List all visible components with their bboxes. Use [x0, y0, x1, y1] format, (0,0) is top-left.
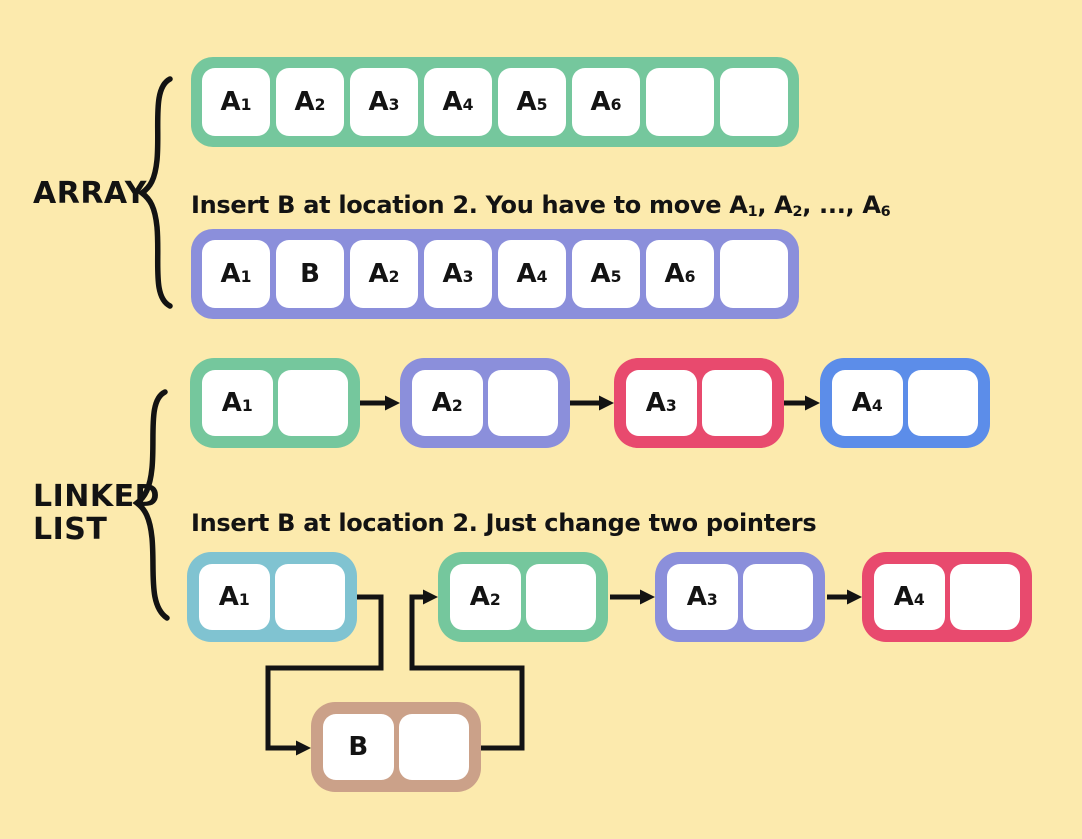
- pointer-cell: [487, 370, 558, 436]
- pointer-cell: [949, 564, 1020, 630]
- pointer-cell: [907, 370, 978, 436]
- array-cell: [646, 68, 714, 136]
- pointer-cell: [277, 370, 348, 436]
- pointer-cell: [274, 564, 345, 630]
- pointer-cell: [398, 714, 469, 780]
- array-section-label: ARRAY: [33, 176, 147, 211]
- linked-list-insert-caption: Insert B at location 2. Just change two …: [191, 509, 817, 537]
- pointer-cell: [525, 564, 596, 630]
- value-cell: B: [323, 714, 394, 780]
- array-cell: B: [276, 240, 344, 308]
- pointer-cell: [742, 564, 813, 630]
- array-cell: [720, 68, 788, 136]
- pointer-cell: [701, 370, 772, 436]
- inserted-node-b: B: [311, 702, 481, 792]
- array-cell: [720, 240, 788, 308]
- linked-list-section-label: LINKED LIST: [33, 479, 161, 547]
- array-insert-caption: Insert B at location 2. You have to move…: [191, 191, 891, 221]
